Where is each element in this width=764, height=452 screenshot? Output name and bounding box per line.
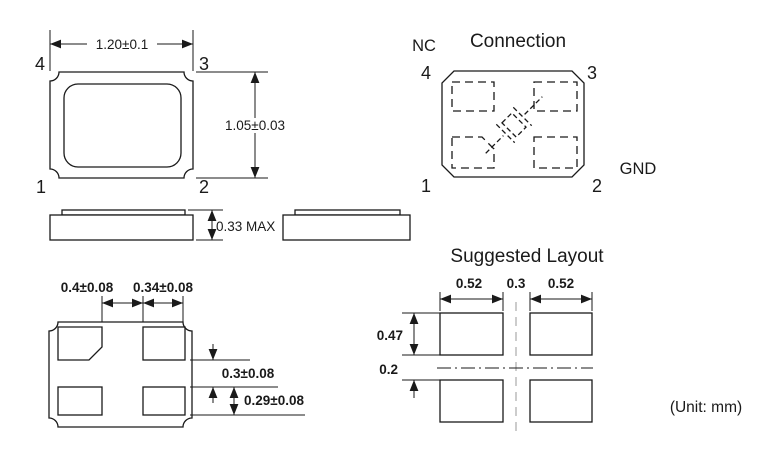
nc-label: NC [412,37,436,55]
side-views: 0.33 MAX [49,209,411,241]
connection-body-outline [441,70,585,178]
layout-pad-top-right [529,312,593,356]
side-view-body [49,214,194,241]
connection-pad-1 [451,136,495,169]
bottom-view-pad-height-dim: 0.29±0.08 [244,393,304,408]
crystal-lead [524,96,543,115]
bottom-pad-2 [142,386,186,416]
connection-pin-1: 1 [421,176,431,196]
connection-pad-2 [533,136,578,169]
bottom-view: 0.4±0.08 0.34±0.08 0.3±0.08 0.29±0.08 [48,280,305,428]
package-lid-outline [63,83,182,168]
package-body-outline [49,71,194,179]
connection-pin-3: 3 [587,63,597,83]
layout-pad-top-left [439,312,504,356]
side-view-height-dim: 0.33 MAX [216,219,275,234]
bottom-view-pad-width-dim: 0.34±0.08 [133,280,193,295]
suggested-layout: Suggested Layout 0.52 0.3 0.52 0.47 0.2 [377,246,604,432]
connection-title: Connection [470,31,566,52]
top-view-pin-2: 2 [199,177,209,197]
connection-pad-4 [451,81,495,112]
top-view-width-dim: 1.20±0.1 [96,37,148,52]
end-view-body [282,214,411,241]
top-view: 1.20±0.1 4 3 1 2 1.05±0.03 [35,30,289,197]
connection-pin-4: 4 [421,63,431,83]
connection-pin-2: 2 [592,176,602,196]
layout-gap-x-dim: 0.3 [507,276,526,291]
bottom-pad-3 [142,326,186,361]
bottom-body-outline [48,321,193,428]
bottom-view-gap-x-dim: 0.4±0.08 [61,280,114,295]
crystal-symbol [485,96,543,154]
end-view-lid [294,209,401,216]
layout-pad-width-right-dim: 0.52 [548,276,574,291]
dim-text-mask [87,36,157,52]
dim-text-mask [221,118,289,133]
crystal-plate [495,123,516,144]
layout-half-gap-dim: 0.2 [379,362,398,377]
layout-pad-width-left-dim: 0.52 [456,276,482,291]
connection-pad-3 [533,81,578,112]
crystal-lead [485,135,504,154]
layout-pad-bottom-right [529,379,593,423]
top-view-pin-3: 3 [199,54,209,74]
gnd-label: GND [620,160,657,178]
layout-pad-height-dim: 0.47 [377,328,403,343]
crystal-element [501,112,527,138]
layout-pad-bottom-left [439,379,504,423]
suggested-layout-title: Suggested Layout [450,246,604,267]
bottom-pad-1 [57,386,103,416]
side-view-lid [61,209,186,216]
top-view-pin-1: 1 [36,177,46,197]
top-view-pin-4: 4 [35,54,45,74]
connection-diagram: NC Connection GND 4 3 1 2 [412,31,656,196]
top-view-height-dim: 1.05±0.03 [225,118,285,133]
bottom-view-gap-y-dim: 0.3±0.08 [222,366,275,381]
bottom-pad-4 [57,326,103,361]
unit-note: (Unit: mm) [670,399,742,416]
